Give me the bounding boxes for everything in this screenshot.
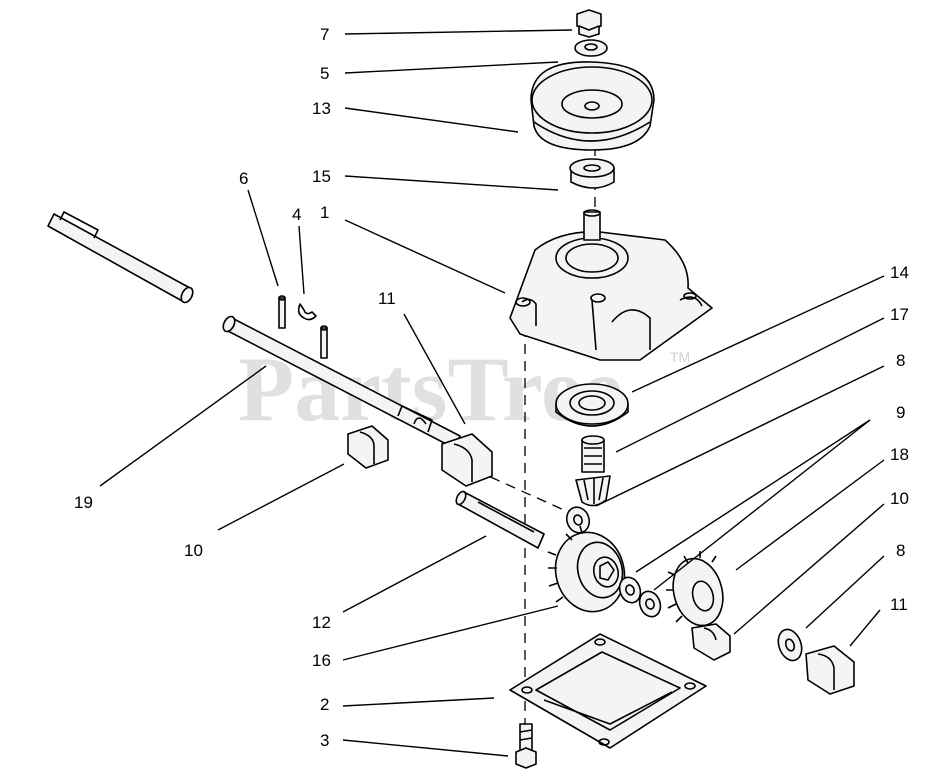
watermark-trademark: TM bbox=[670, 349, 690, 365]
leader-lines bbox=[99, 29, 885, 757]
part-1-gear-case bbox=[509, 209, 713, 361]
callout-8-upper: 8 bbox=[896, 351, 905, 370]
axle-extension bbox=[47, 211, 194, 304]
part-14-bearing bbox=[555, 383, 629, 427]
callout-3: 3 bbox=[320, 731, 329, 750]
callout-11-lower: 11 bbox=[890, 595, 908, 614]
part-11-bushing-right bbox=[805, 645, 855, 695]
part-13-pulley bbox=[530, 61, 655, 151]
callout-13: 13 bbox=[312, 99, 331, 118]
callout-19: 19 bbox=[74, 493, 93, 512]
callout-16: 16 bbox=[312, 651, 331, 670]
callout-8-lower: 8 bbox=[896, 541, 905, 560]
callout-14: 14 bbox=[890, 263, 909, 282]
part-5-washer bbox=[574, 39, 608, 57]
part-4-clip bbox=[297, 303, 317, 321]
callout-10-right: 10 bbox=[890, 489, 909, 508]
callout-10-left: 10 bbox=[184, 541, 203, 560]
callout-18: 18 bbox=[890, 445, 909, 464]
part-2-cover-plate bbox=[509, 633, 707, 749]
callout-7: 7 bbox=[320, 25, 329, 44]
part-16-large-gear bbox=[547, 525, 626, 613]
part-17-pinion-shaft bbox=[575, 435, 611, 507]
callout-4: 4 bbox=[292, 205, 301, 224]
part-15-spacer bbox=[569, 158, 615, 189]
part-19-axle bbox=[222, 315, 461, 449]
callout-12: 12 bbox=[312, 613, 331, 632]
part-3-bolt bbox=[515, 723, 537, 769]
callout-1: 1 bbox=[320, 203, 329, 222]
part-10-bushing-right bbox=[691, 623, 731, 661]
callout-17: 17 bbox=[890, 305, 909, 324]
part-6-pin bbox=[278, 295, 328, 359]
part-18-small-gear bbox=[666, 551, 724, 627]
part-12-splined-shaft bbox=[455, 490, 545, 549]
callout-11-upper: 11 bbox=[378, 289, 396, 308]
axle-centerline bbox=[474, 469, 576, 516]
part-8-washer-upper bbox=[565, 506, 591, 534]
callout-labels: 7 5 13 15 6 4 1 14 11 17 8 9 19 18 10 10… bbox=[74, 25, 909, 750]
part-10-bushing-left bbox=[347, 425, 389, 469]
part-11-bushing-left bbox=[441, 433, 493, 487]
part-8-washer-lower bbox=[777, 628, 803, 662]
callout-15: 15 bbox=[312, 167, 331, 186]
callout-9: 9 bbox=[896, 403, 905, 422]
part-9-washers bbox=[618, 576, 662, 618]
part-7-hex-nut bbox=[576, 9, 602, 38]
callout-2: 2 bbox=[320, 695, 329, 714]
callout-5: 5 bbox=[320, 64, 329, 83]
callout-6: 6 bbox=[239, 169, 248, 188]
